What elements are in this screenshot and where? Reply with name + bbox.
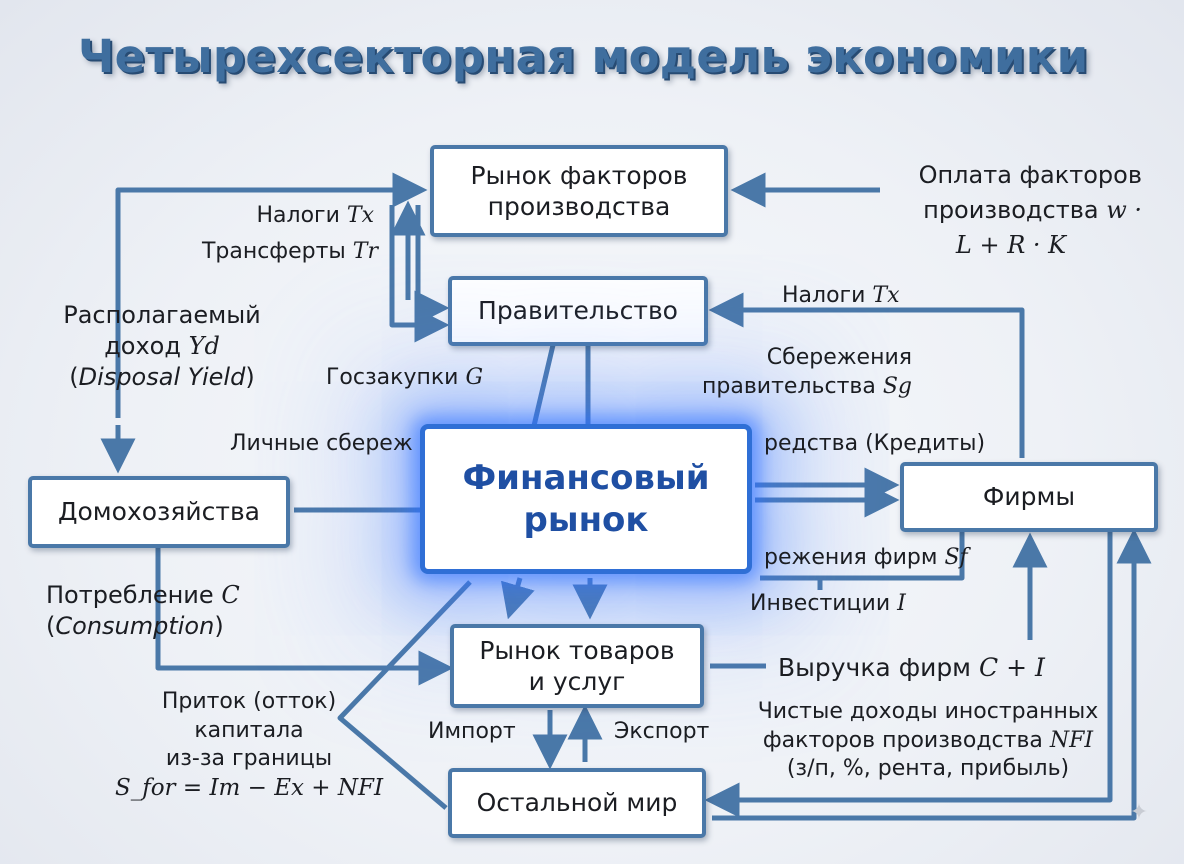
arrow-nfi-1 <box>704 528 1113 818</box>
credit-funds-label: редства (Кредиты) <box>764 431 986 456</box>
factor-market-box: Рынок факторов производства <box>430 145 728 237</box>
government-label: Правительство <box>478 296 678 326</box>
firms-label: Фирмы <box>982 482 1076 512</box>
personal-savings-label: Личные сбереж <box>230 431 413 456</box>
nfi-label: Чистые доходы иностранных факторов произ… <box>757 699 1099 782</box>
rest-of-world-label: Остальной мир <box>476 788 678 818</box>
revenue-label: Выручка фирм C + I <box>778 653 1045 682</box>
arrow-nfi-2 <box>712 528 1152 821</box>
page-title: Четырехсекторная модель экономики <box>78 30 1089 83</box>
imports-label: Импорт <box>428 719 516 744</box>
arrow-gov-purchases <box>530 344 556 431</box>
investment-label: Инвестиции I <box>750 591 906 616</box>
capital-flow-label: Приток (отток) капитала из-за границы S_… <box>114 689 384 801</box>
households-box: Домохозяйства <box>28 476 290 548</box>
arrow-gov-tax-feed <box>414 205 450 326</box>
financial-market-line1: Финансовый <box>462 457 710 498</box>
factor-payment-label: Оплата факторов производства w · L + R ·… <box>918 161 1142 259</box>
disposable-income-label: Располагаемый доход Yd (Disposal Yield) <box>63 301 261 392</box>
goods-market-box: Рынок товаров и услуг <box>450 624 704 708</box>
financial-market-line2: рынок <box>523 500 649 540</box>
arrow-taxes-right <box>708 292 1025 458</box>
sparkle-icon: ✦ <box>1129 800 1149 825</box>
arrow-fin-goods-1 <box>500 577 535 620</box>
arrow-households-factor-market <box>115 172 428 418</box>
taxes-right-label: Налоги Tx <box>782 283 900 308</box>
exports-label: Экспорт <box>614 719 710 744</box>
factor-market-line2: производства <box>487 192 671 221</box>
goods-market-line2: и услуг <box>528 667 626 696</box>
firms-box: Фирмы <box>900 462 1158 532</box>
gov-savings-label: Сбережения правительства Sg <box>702 345 912 399</box>
arrow-consumption <box>155 548 454 686</box>
transfers-label: Трансферты Tr <box>201 239 378 264</box>
consumption-label: Потребление C (Consumption) <box>46 581 240 641</box>
arrow-firm-savings <box>760 520 965 581</box>
taxes-left-label: Налоги Tx <box>256 203 375 228</box>
rest-of-world-box: Остальной мир <box>448 768 706 838</box>
households-label: Домохозяйства <box>57 497 260 527</box>
gov-purchases-label: Госзакупки G <box>326 365 484 390</box>
arrow-capital-flow <box>337 580 472 810</box>
factor-market-line1: Рынок факторов <box>470 160 688 190</box>
financial-market-box: Финансовый рынок <box>420 424 752 574</box>
government-box: Правительство <box>448 276 708 346</box>
goods-market-line1: Рынок товаров <box>479 635 675 665</box>
firm-savings-label: режения фирм Sf <box>764 545 968 570</box>
